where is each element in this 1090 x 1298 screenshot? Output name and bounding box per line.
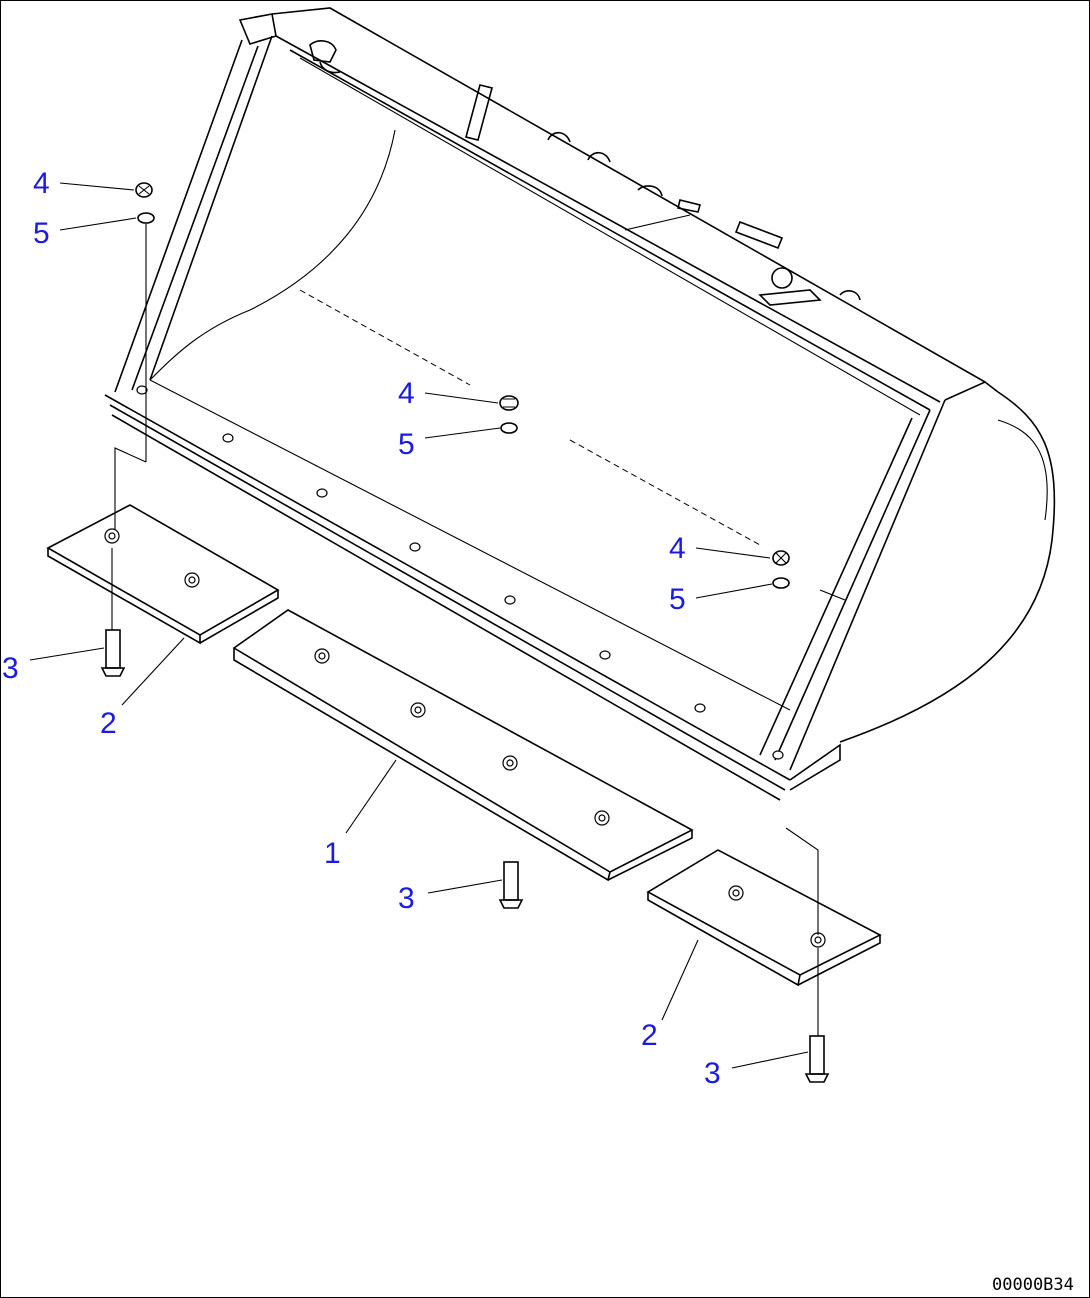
callout-2-right: 2 <box>641 1019 658 1052</box>
callout-5-center: 5 <box>398 428 415 461</box>
nut-right <box>772 550 790 566</box>
bolt-right <box>804 1035 830 1083</box>
nut-center <box>499 395 519 411</box>
cutting-edge-center <box>232 609 694 882</box>
washer-center <box>500 422 518 434</box>
callout-3-right: 3 <box>704 1057 721 1090</box>
callout-3-center: 3 <box>398 882 415 915</box>
assembly-centerlines <box>111 224 819 1036</box>
callout-5-right: 5 <box>669 583 686 616</box>
callout-4-right: 4 <box>669 532 686 565</box>
hinge-bracket-left <box>309 40 341 74</box>
bolt-left <box>100 629 126 677</box>
callout-numbers: 4 5 4 5 4 5 3 2 1 3 2 3 <box>2 167 721 1090</box>
leader-lines <box>29 182 809 1069</box>
lip-bolt-holes <box>136 385 784 760</box>
callout-5-upper-left: 5 <box>33 217 50 250</box>
end-bit-left <box>46 504 280 645</box>
hinge-bracket-right <box>758 267 822 306</box>
nut-upper-left <box>135 182 153 198</box>
bucket-body <box>104 7 1056 801</box>
callout-4-upper-left: 4 <box>33 167 50 200</box>
callout-4-center: 4 <box>398 377 415 410</box>
stopper-block <box>465 84 493 141</box>
bolt-center <box>498 861 524 909</box>
washer-upper-left <box>137 212 155 224</box>
callout-3-left: 3 <box>2 652 19 685</box>
callout-2-left: 2 <box>100 707 117 740</box>
end-bit-right <box>646 849 882 987</box>
callout-1-center: 1 <box>324 837 341 870</box>
drawing-code: 00000B34 <box>992 1275 1074 1295</box>
washer-right <box>772 577 790 589</box>
